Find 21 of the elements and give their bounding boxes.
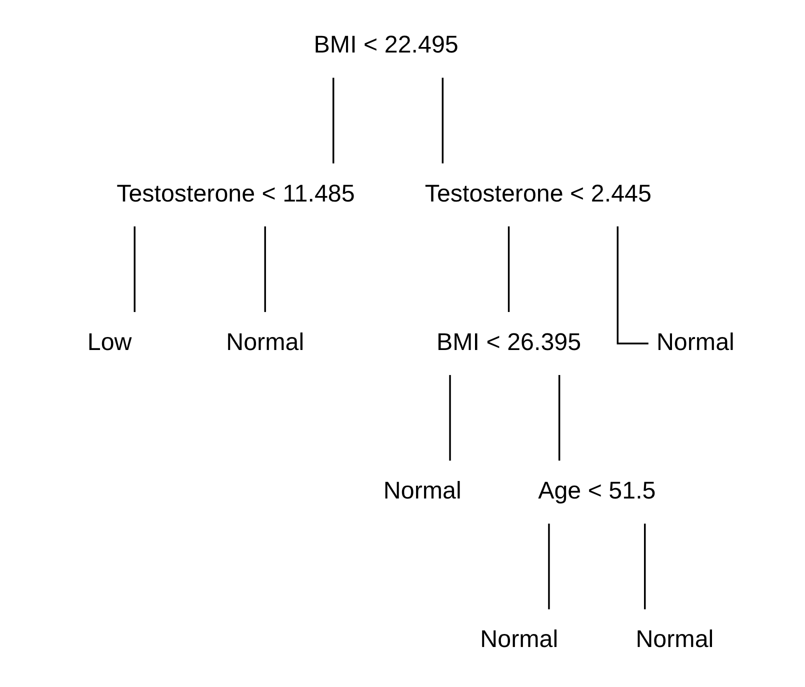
node-text: Testosterone < 11.485 [116, 180, 355, 208]
connector [442, 78, 444, 164]
node-text: Age < 51.5 [538, 478, 656, 505]
connector [134, 226, 136, 312]
connector [644, 524, 646, 610]
node-text: Normal [656, 328, 734, 356]
connector [558, 375, 560, 461]
connector [616, 226, 648, 344]
node-text: BMI < 22.495 [314, 32, 458, 59]
connector [264, 226, 266, 312]
node-text: Normal [226, 328, 304, 356]
node-text: Low [87, 328, 132, 356]
node-text: BMI < 26.395 [436, 328, 582, 356]
node-text: Normal [480, 626, 558, 654]
connector [508, 226, 510, 312]
node-text: Testosterone < 2.445 [424, 180, 652, 208]
connector [449, 375, 451, 461]
connector [548, 524, 550, 610]
node-text: Normal [383, 478, 462, 505]
connector [332, 78, 334, 164]
node-text: Normal [636, 626, 714, 654]
